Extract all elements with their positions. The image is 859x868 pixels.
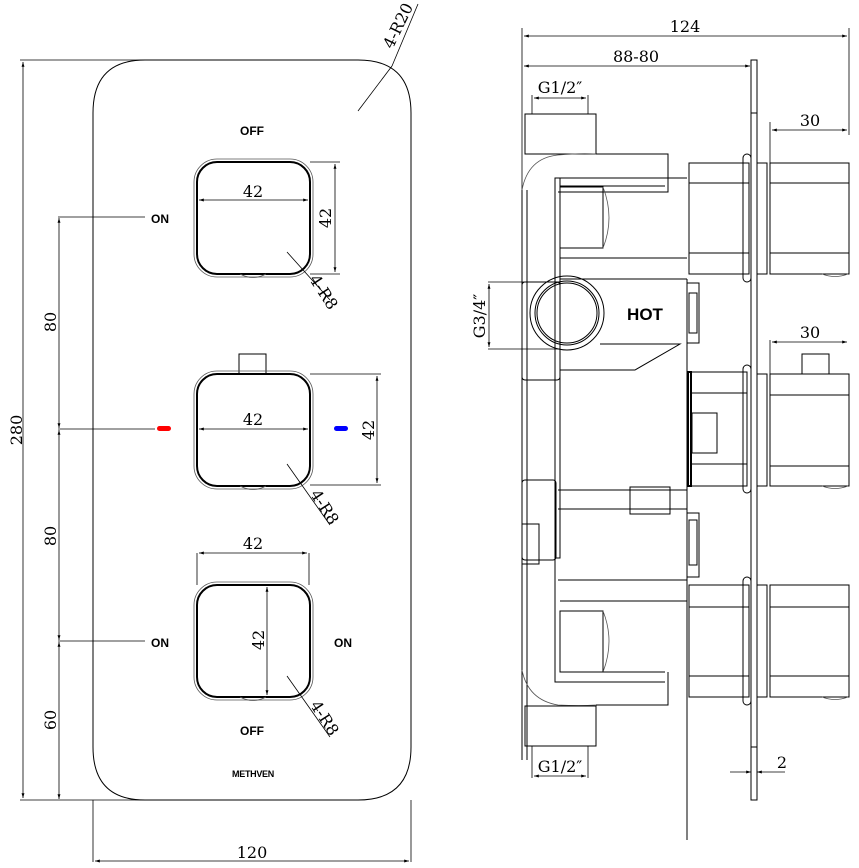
- label-top-on: ON: [151, 212, 169, 226]
- dim-top-outlet: G1/2″: [538, 78, 583, 97]
- dim-handle1-height: 42: [316, 208, 335, 228]
- dim-handle1-radius: 4-R8: [305, 271, 342, 313]
- front-view: 280 80 80 60 120 4-R20 OFF ON ON ON OFF …: [7, 0, 419, 863]
- brand-logo: METHVEN: [232, 769, 274, 779]
- dim-handle2-height: 42: [359, 420, 378, 440]
- cold-indicator: [334, 426, 348, 431]
- wall-plate: [750, 59, 758, 801]
- dim-handle2-radius: 4-R8: [306, 486, 343, 528]
- dim-corner-radius: 4-R20: [379, 0, 417, 51]
- dim-handle-depth-middle: 30: [800, 323, 820, 342]
- hot-inlet: [529, 275, 605, 351]
- dim-body-depth: 88-80: [613, 47, 659, 66]
- label-bottom-on-left: ON: [151, 636, 169, 650]
- faceplate-outline: [92, 59, 412, 801]
- label-bottom-off: OFF: [240, 724, 264, 738]
- dim-plate-width: 120: [237, 843, 268, 862]
- label-bottom-on-right: ON: [334, 636, 352, 650]
- dim-handle-depth-top: 30: [800, 111, 820, 130]
- handle-top: 42 42 4-R8: [193, 158, 342, 313]
- side-view: 124 88-80 G1/2″: [470, 17, 850, 840]
- handle-middle: 42 42 4-R8: [157, 353, 381, 528]
- dim-handle3-radius: 4-R8: [306, 697, 343, 739]
- hot-indicator: [157, 426, 171, 431]
- dim-plate-height: 280: [7, 415, 26, 446]
- dim-spacing-top: 80: [41, 312, 60, 332]
- dim-handle3-width: 42: [243, 534, 263, 553]
- label-top-off: OFF: [240, 124, 264, 138]
- label-hot: HOT: [627, 305, 664, 324]
- dim-overall-depth: 124: [670, 17, 701, 36]
- handle-bottom: 42 42 4-R8: [193, 534, 343, 739]
- dim-handle3-height: 42: [249, 630, 268, 650]
- dim-inlet: G3/4″: [470, 294, 489, 339]
- dim-handle1-width: 42: [243, 182, 263, 201]
- dim-handle2-width: 42: [243, 410, 263, 429]
- dim-bottom-outlet: G1/2″: [538, 757, 583, 776]
- dim-spacing-middle: 80: [41, 526, 60, 546]
- dim-spacing-bottom: 60: [41, 710, 60, 730]
- dim-plate-thickness: 2: [777, 753, 787, 772]
